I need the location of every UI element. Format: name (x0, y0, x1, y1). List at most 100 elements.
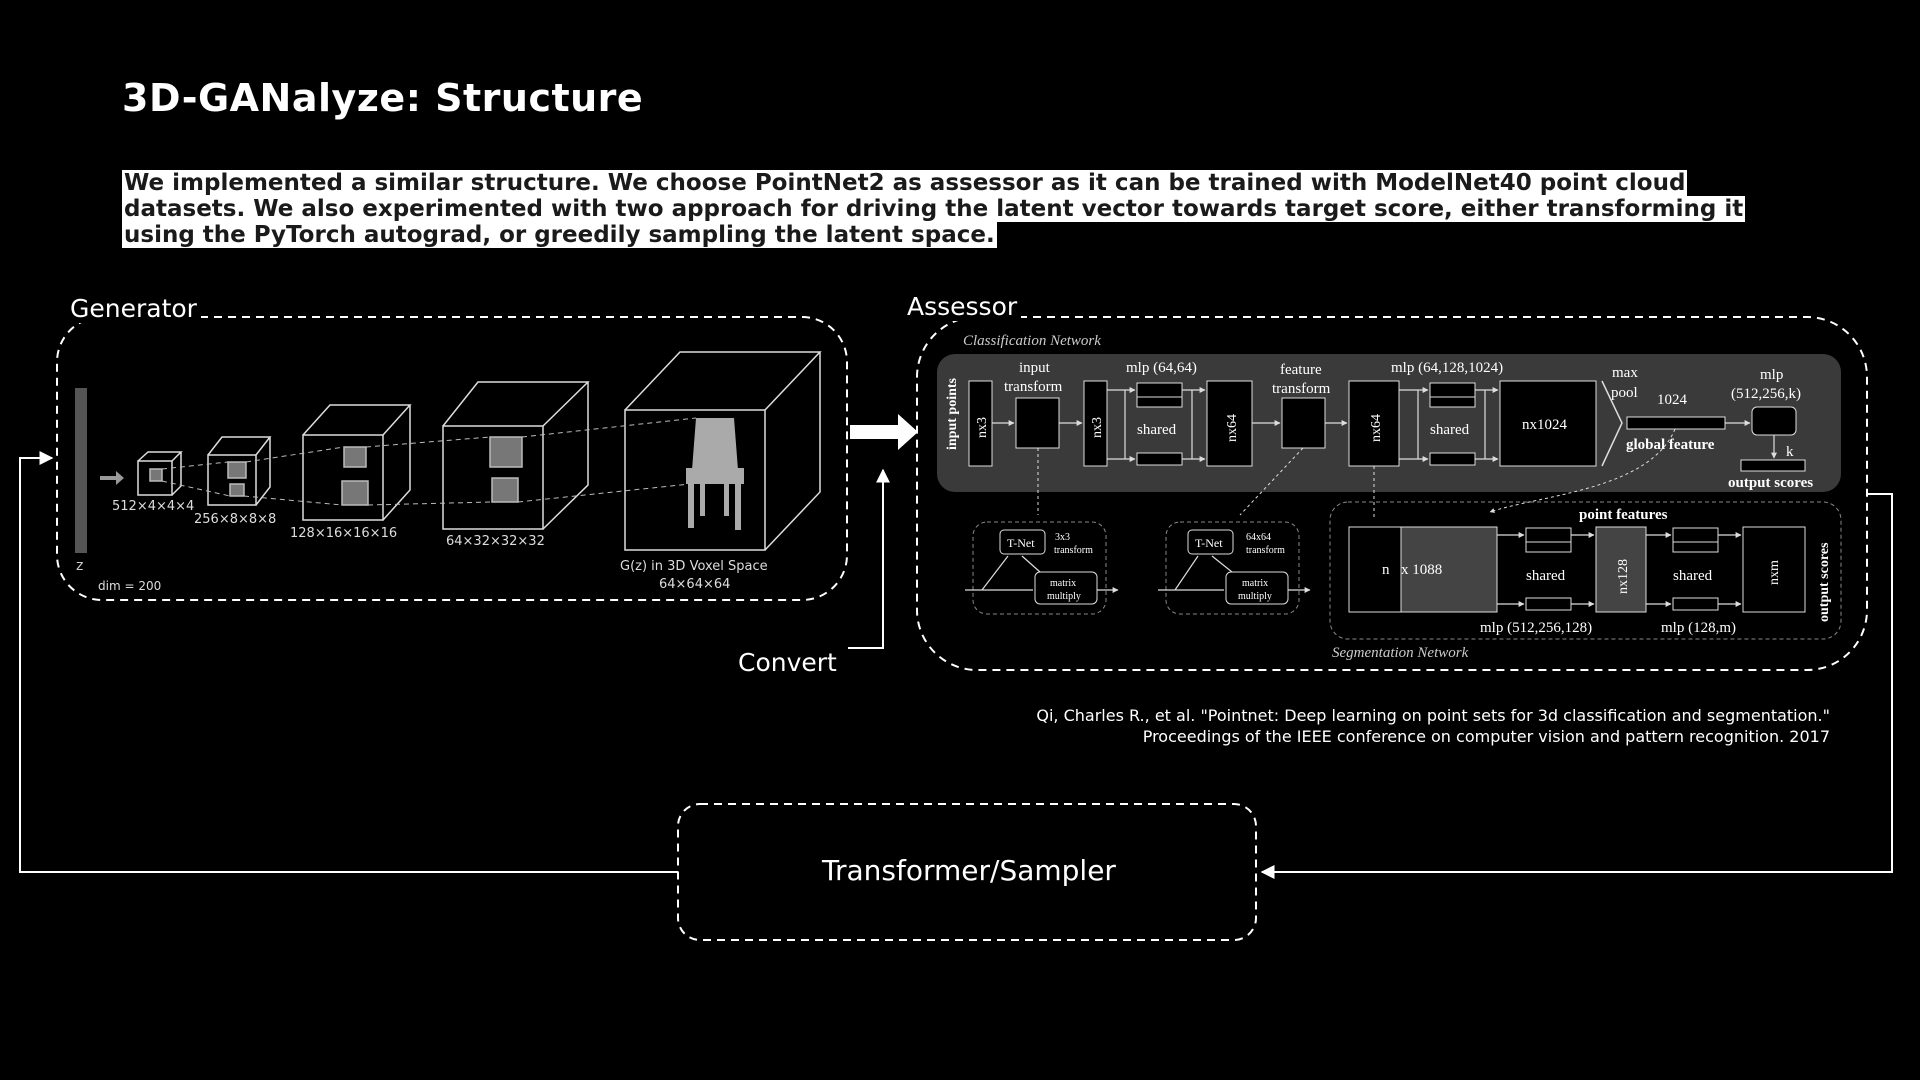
mlp-1024-label: mlp (64,128,1024) (1391, 360, 1503, 376)
voxel-cube-3 (302, 404, 412, 521)
citation-line-1: Qi, Charles R., et al. "Pointnet: Deep l… (1036, 706, 1830, 725)
mlp-1024-mid (1429, 396, 1476, 408)
mlp-64-label: mlp (64,64) (1126, 360, 1197, 376)
mlp-k-label-2: (512,256,k) (1731, 386, 1801, 402)
shared-label-4: shared (1673, 568, 1713, 584)
input-transform-label-2: transform (1004, 379, 1063, 395)
gen-input-arrow (100, 471, 124, 485)
transformer-to-generator-line (19, 451, 678, 873)
mlp-k-label-1: mlp (1760, 367, 1783, 383)
tnet-3x3-arrows (965, 555, 1118, 590)
tnet-64-block (1187, 529, 1234, 555)
tnet-label-2: T-Net (1195, 536, 1223, 550)
feature-transform-label-1: feature (1280, 362, 1322, 378)
mlp-64-bottom (1136, 452, 1183, 466)
x1088-block (1400, 526, 1498, 613)
shared-label-1: shared (1137, 422, 1177, 438)
voxel-cube-output (624, 351, 822, 551)
mlp-64-top (1136, 382, 1183, 398)
seg-mlp1-top (1525, 527, 1572, 543)
segmentation-panel (1329, 501, 1842, 640)
output-scores-label: output scores (1728, 475, 1813, 491)
input-points-label: input points (945, 377, 960, 450)
generator-box (56, 316, 848, 601)
matrix-label-2b: multiply (1238, 591, 1272, 602)
chair-voxel-model (686, 418, 744, 530)
max-pool-label-2: pool (1611, 385, 1638, 401)
nx64-label-1: nx64 (1225, 414, 1240, 442)
assessor-to-transformer-line (1260, 493, 1893, 879)
z-label: z (76, 558, 83, 574)
nx1024-block (1499, 380, 1597, 467)
mlp-64-mid (1136, 396, 1183, 408)
tnet-3x3-box (972, 521, 1107, 615)
t64-label-2: transform (1246, 545, 1285, 556)
seg-mlp2-mid (1672, 541, 1719, 553)
nx128-label: nx128 (1616, 559, 1631, 594)
voxel-cube-2 (207, 436, 272, 506)
input-transform-block (1015, 397, 1060, 449)
voxel-cube-1 (137, 451, 183, 496)
t64-label-1: 64x64 (1246, 532, 1271, 543)
tnet-3x3-block (999, 529, 1046, 555)
matrix-label-1a: matrix (1050, 578, 1076, 589)
transform-dashed-links (1037, 447, 1375, 520)
output-label-2: 64×64×64 (659, 577, 730, 592)
max-pool-label-1: max (1612, 365, 1638, 381)
global-feature-label: global feature (1626, 437, 1715, 453)
t3-label-1: 3x3 (1055, 532, 1070, 543)
nx64-block-2 (1348, 380, 1400, 467)
mlp-64-connector (1124, 390, 1486, 459)
layer-label-1: 512×4×4×4 (112, 499, 194, 514)
slide-title: 3D-GANalyze: Structure (122, 76, 644, 120)
n-label: n (1382, 562, 1390, 578)
tnet-64-box (1165, 521, 1300, 615)
assessor-label: Assessor (903, 292, 1022, 321)
nxm-label: nxm (1767, 560, 1782, 585)
nx3-label-1: nx3 (975, 417, 990, 438)
n1024-label: 1024 (1657, 392, 1688, 408)
output-label-1: G(z) in 3D Voxel Space (620, 559, 768, 574)
t3-label-2: transform (1054, 545, 1093, 556)
nx1024-label: nx1024 (1522, 417, 1568, 433)
citation: Qi, Charles R., et al. "Pointnet: Deep l… (1036, 705, 1830, 747)
dim-label: dim = 200 (98, 579, 161, 593)
nx64-label-2: nx64 (1369, 414, 1384, 442)
convert-label: Convert (734, 648, 841, 677)
matrix-multiply-block-1 (1034, 571, 1098, 605)
layer-label-2: 256×8×8×8 (194, 512, 276, 527)
mlp-seg2-label: mlp (128,m) (1661, 620, 1736, 636)
feature-transform-label-2: transform (1272, 381, 1331, 397)
n-block (1348, 526, 1402, 613)
matrix-label-1b: multiply (1047, 591, 1081, 602)
segmentation-title: Segmentation Network (1332, 645, 1469, 661)
voxel-cube-4 (442, 381, 590, 530)
k-label: k (1786, 444, 1794, 460)
transformer-label: Transformer/Sampler (818, 854, 1120, 887)
x1088-label: x 1088 (1401, 562, 1442, 578)
feature-transform-block (1281, 397, 1326, 449)
z-vector (75, 388, 87, 553)
mlp-k-block (1751, 406, 1797, 436)
shared-label-2: shared (1430, 422, 1470, 438)
output-scores-bar (1740, 459, 1806, 472)
classification-arrows (992, 387, 1777, 462)
global-feature-bar (1626, 416, 1726, 430)
nx3-block-2 (1083, 380, 1108, 467)
tnet-label-1: T-Net (1007, 536, 1035, 550)
seg-mlp1-bottom (1525, 597, 1572, 611)
segmentation-arrows (1497, 532, 1742, 607)
generator-label: Generator (66, 294, 201, 323)
input-transform-label-1: input (1019, 360, 1051, 376)
max-pool-triangle (1601, 380, 1623, 467)
classification-title: Classification Network (963, 333, 1101, 349)
shared-label-3: shared (1526, 568, 1566, 584)
point-features-label: point features (1579, 507, 1668, 523)
layer-label-4: 64×32×32×32 (446, 534, 545, 549)
matrix-label-2a: matrix (1242, 578, 1268, 589)
output-scores-seg-label: output scores (1817, 542, 1832, 622)
convert-connector (848, 468, 890, 649)
nxm-block (1742, 526, 1806, 613)
seg-mlp1-mid (1525, 541, 1572, 553)
